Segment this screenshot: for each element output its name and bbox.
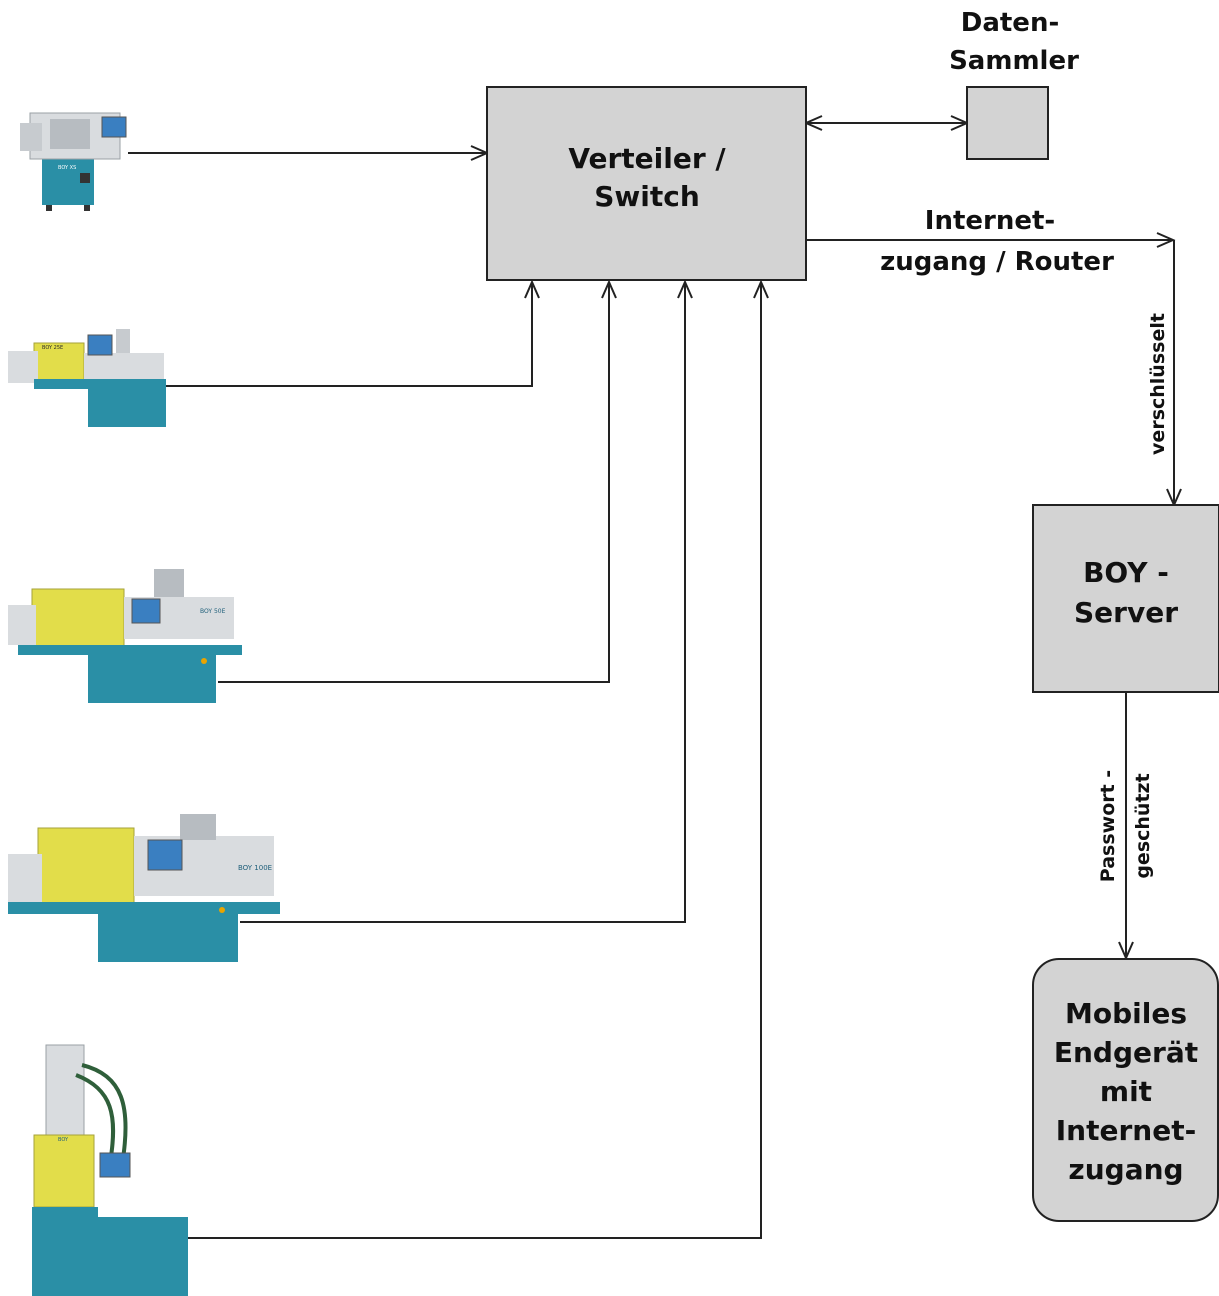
collector-label-line2: Sammler	[949, 46, 1079, 76]
mobile-box	[1032, 958, 1219, 1222]
collector-box	[966, 86, 1049, 160]
arrowhead-machine-4	[677, 279, 693, 299]
injection-molding-machine-icon: BOY 50E	[8, 569, 242, 703]
mobile-label-line3: mit	[1100, 1075, 1152, 1108]
arrowhead-machine-3	[601, 279, 617, 299]
internet-label-line1: Internet-	[925, 206, 1055, 236]
server-label-line1: BOY -	[1083, 556, 1169, 589]
connector-machine-5	[188, 282, 762, 1239]
internet-label-line2: zugang / Router	[880, 247, 1114, 277]
switch-box	[486, 86, 807, 281]
switch-label-line1: Verteiler /	[568, 142, 726, 175]
password-label-line1: Passwort -	[1097, 770, 1119, 882]
encrypted-label: verschlüsselt	[1147, 313, 1169, 455]
mobile-label-line2: Endgerät	[1054, 1036, 1198, 1069]
vertical-injection-molding-machine-icon: BOY	[32, 1044, 188, 1296]
connector-machine-3	[218, 282, 610, 683]
arrowhead-machine-2	[524, 279, 540, 299]
connector-machine-2	[165, 282, 533, 387]
injection-molding-machine-icon: BOY 25E	[8, 329, 166, 427]
mobile-label-line1: Mobiles	[1065, 997, 1187, 1030]
connections	[128, 115, 1182, 1239]
injection-molding-machine-icon: BOY 100E	[8, 814, 280, 962]
switch-node: Verteiler / Switch	[486, 86, 807, 281]
switch-label-line2: Switch	[594, 180, 700, 213]
arrowhead-machine-5	[753, 279, 769, 299]
injection-molding-machine-icon: BOY XS	[20, 112, 127, 211]
machine-4-badge: BOY 100E	[238, 864, 272, 872]
collector-label-line1: Daten-	[961, 8, 1060, 38]
internet-node: Internet- zugang / Router	[880, 206, 1114, 277]
collector-node: Daten- Sammler	[949, 8, 1079, 160]
password-label-line2: geschützt	[1132, 773, 1154, 878]
mobile-label-line5: zugang	[1068, 1153, 1183, 1186]
server-node: BOY - Server	[1032, 504, 1219, 693]
machine-5-badge: BOY	[58, 1137, 69, 1143]
server-label-line2: Server	[1074, 596, 1178, 629]
machine-3-badge: BOY 50E	[200, 608, 226, 615]
mobile-label-line4: Internet-	[1056, 1114, 1196, 1147]
machine-1-badge: BOY XS	[58, 165, 76, 171]
server-box	[1032, 504, 1219, 693]
machine-2-badge: BOY 25E	[42, 345, 63, 351]
connector-machine-4	[240, 282, 686, 923]
mobile-node: Mobiles Endgerät mit Internet- zugang	[1032, 958, 1219, 1222]
